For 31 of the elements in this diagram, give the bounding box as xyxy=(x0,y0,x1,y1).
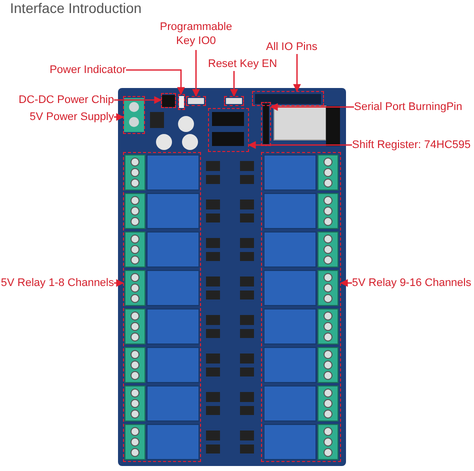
leader-arrow xyxy=(192,50,200,97)
leader-arrow xyxy=(293,54,301,92)
callout-label: 5V Relay 1-8 Channels xyxy=(0,276,114,290)
callout-label: 5V Power Supply xyxy=(14,110,114,124)
highlight-frame xyxy=(261,102,271,146)
highlight-frame xyxy=(186,96,206,106)
leader-arrow xyxy=(114,96,162,104)
highlight-frame xyxy=(261,152,341,462)
leader-arrow xyxy=(114,279,124,287)
highlight-frame xyxy=(252,91,324,106)
callout-label: Programmable Key IO0 xyxy=(150,20,242,48)
highlight-frame xyxy=(178,94,185,110)
callout-label: Power Indicator xyxy=(40,63,126,77)
leader-arrow xyxy=(270,103,354,111)
callout-label: All IO Pins xyxy=(266,40,328,54)
highlight-frame xyxy=(208,108,249,152)
callout-label: Shift Register: 74HC595 xyxy=(352,138,474,152)
highlight-frame xyxy=(161,93,176,108)
callout-label: DC-DC Power Chip xyxy=(10,93,114,107)
leader-arrow xyxy=(114,113,124,121)
leader-arrow xyxy=(248,141,352,149)
highlight-frame xyxy=(123,96,145,134)
highlight-frame xyxy=(224,96,244,106)
callout-label: 5V Relay 9-16 Channels xyxy=(352,276,472,290)
callout-label: Serial Port BurningPin xyxy=(354,100,472,114)
callout-label: Reset Key EN xyxy=(208,57,280,71)
leader-arrow xyxy=(340,279,352,287)
diagram-title: Interface Introduction xyxy=(10,0,142,17)
leader-arrow xyxy=(126,69,185,95)
highlight-frame xyxy=(123,152,201,462)
leader-arrow xyxy=(230,71,238,97)
